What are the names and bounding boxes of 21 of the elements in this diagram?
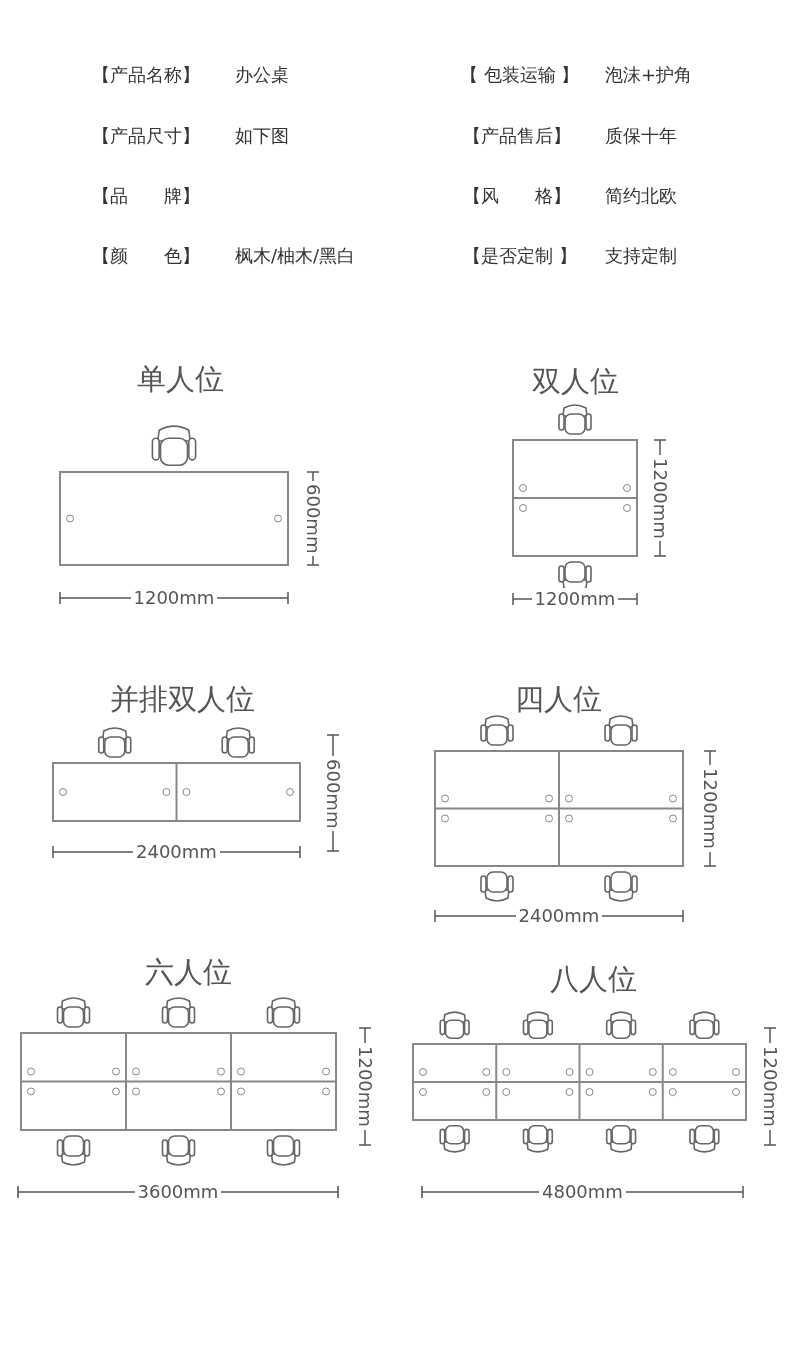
field-label: 【 包装运输 】 bbox=[460, 64, 580, 86]
field-value: 简约北欧 bbox=[605, 185, 677, 207]
field-value: 枫木/柚木/黑白 bbox=[235, 245, 356, 267]
plan-title: 并排双人位 bbox=[109, 682, 255, 717]
field-label: 【产品售后】 bbox=[463, 125, 571, 147]
field-label: 【是否定制 】 bbox=[463, 245, 577, 267]
plan-title: 双人位 bbox=[531, 364, 619, 399]
plan-title: 八人位 bbox=[549, 962, 637, 997]
plan-title: 单人位 bbox=[136, 362, 224, 397]
field-value: 泡沫+护角 bbox=[605, 64, 693, 86]
field-value: 如下图 bbox=[235, 125, 289, 147]
field-value: 办公桌 bbox=[235, 64, 289, 86]
plan-title: 六人位 bbox=[144, 955, 232, 990]
plan-title: 四人位 bbox=[514, 682, 602, 717]
field-label: 【产品名称】 bbox=[92, 64, 200, 86]
field-label: 【风 格】 bbox=[463, 185, 571, 207]
field-label: 【颜 色】 bbox=[92, 245, 200, 267]
field-label: 【品 牌】 bbox=[92, 185, 200, 207]
field-label: 【产品尺寸】 bbox=[92, 125, 200, 147]
field-value: 质保十年 bbox=[605, 125, 677, 147]
field-value: 支持定制 bbox=[605, 245, 677, 267]
